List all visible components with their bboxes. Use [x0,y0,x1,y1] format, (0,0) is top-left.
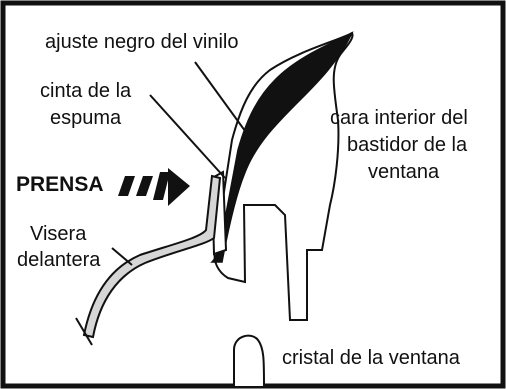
arrow-head [168,168,190,206]
arrow-dash-3 [153,172,170,200]
leader-vinyl-trim [194,61,249,136]
label-visor-line1: Visera [30,223,87,245]
label-foam-tape-line1: cinta de la [40,80,132,102]
arrow-dash-2 [136,176,153,196]
window-glass-shape [233,334,265,387]
label-sash-line2: bastidor de la [347,134,468,156]
label-clamp: PRENSA [16,173,104,196]
label-window-glass: cristal de la ventana [282,347,461,369]
leader-foam-tape [149,94,226,179]
label-sash-line1: cara interior del [330,107,468,129]
arrow-dash-1 [118,176,135,196]
label-vinyl-trim: ajuste negro del vinilo [45,31,238,53]
leader-visor [111,247,133,266]
visor-end-tick [75,317,93,346]
label-visor-line2: delantera [17,249,101,271]
label-sash-line3: ventana [368,161,440,183]
dashed-right-arrow-icon [118,168,190,206]
window-sash-shape [213,31,354,321]
front-visor [82,174,222,339]
label-foam-tape-line2: espuma [50,107,122,129]
